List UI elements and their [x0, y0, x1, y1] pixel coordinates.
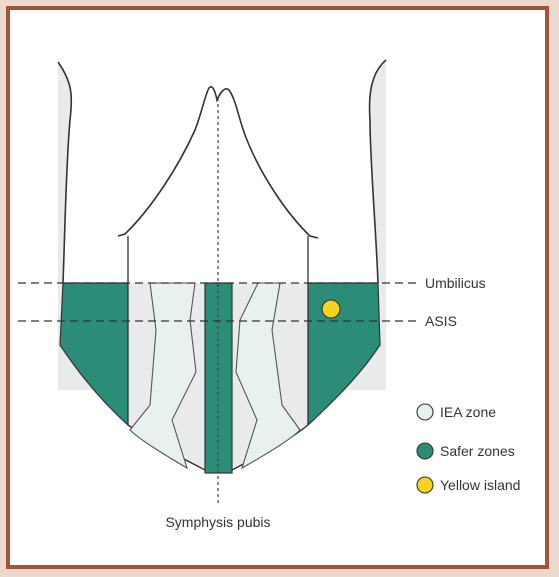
iea-zone-swatch-icon	[417, 404, 433, 420]
safer-zone-swatch-icon	[417, 443, 433, 459]
yellow-island-marker	[322, 300, 340, 318]
legend-iea-zone-label: IEA zone	[440, 404, 496, 420]
symphysis-pubis-label: Symphysis pubis	[165, 514, 270, 530]
rib-cage-outline	[118, 87, 318, 238]
asis-label: ASIS	[425, 313, 457, 329]
legend-yellow-island-label: Yellow island	[440, 477, 520, 493]
left-safer-zone	[60, 283, 128, 425]
umbilicus-label: Umbilicus	[425, 275, 486, 291]
legend: IEA zone Safer zones Yellow island	[417, 404, 520, 493]
legend-safer-zones-label: Safer zones	[440, 443, 515, 459]
midline-safer-zone	[205, 283, 232, 473]
right-safer-zone	[308, 283, 380, 425]
yellow-island-swatch-icon	[417, 477, 433, 493]
